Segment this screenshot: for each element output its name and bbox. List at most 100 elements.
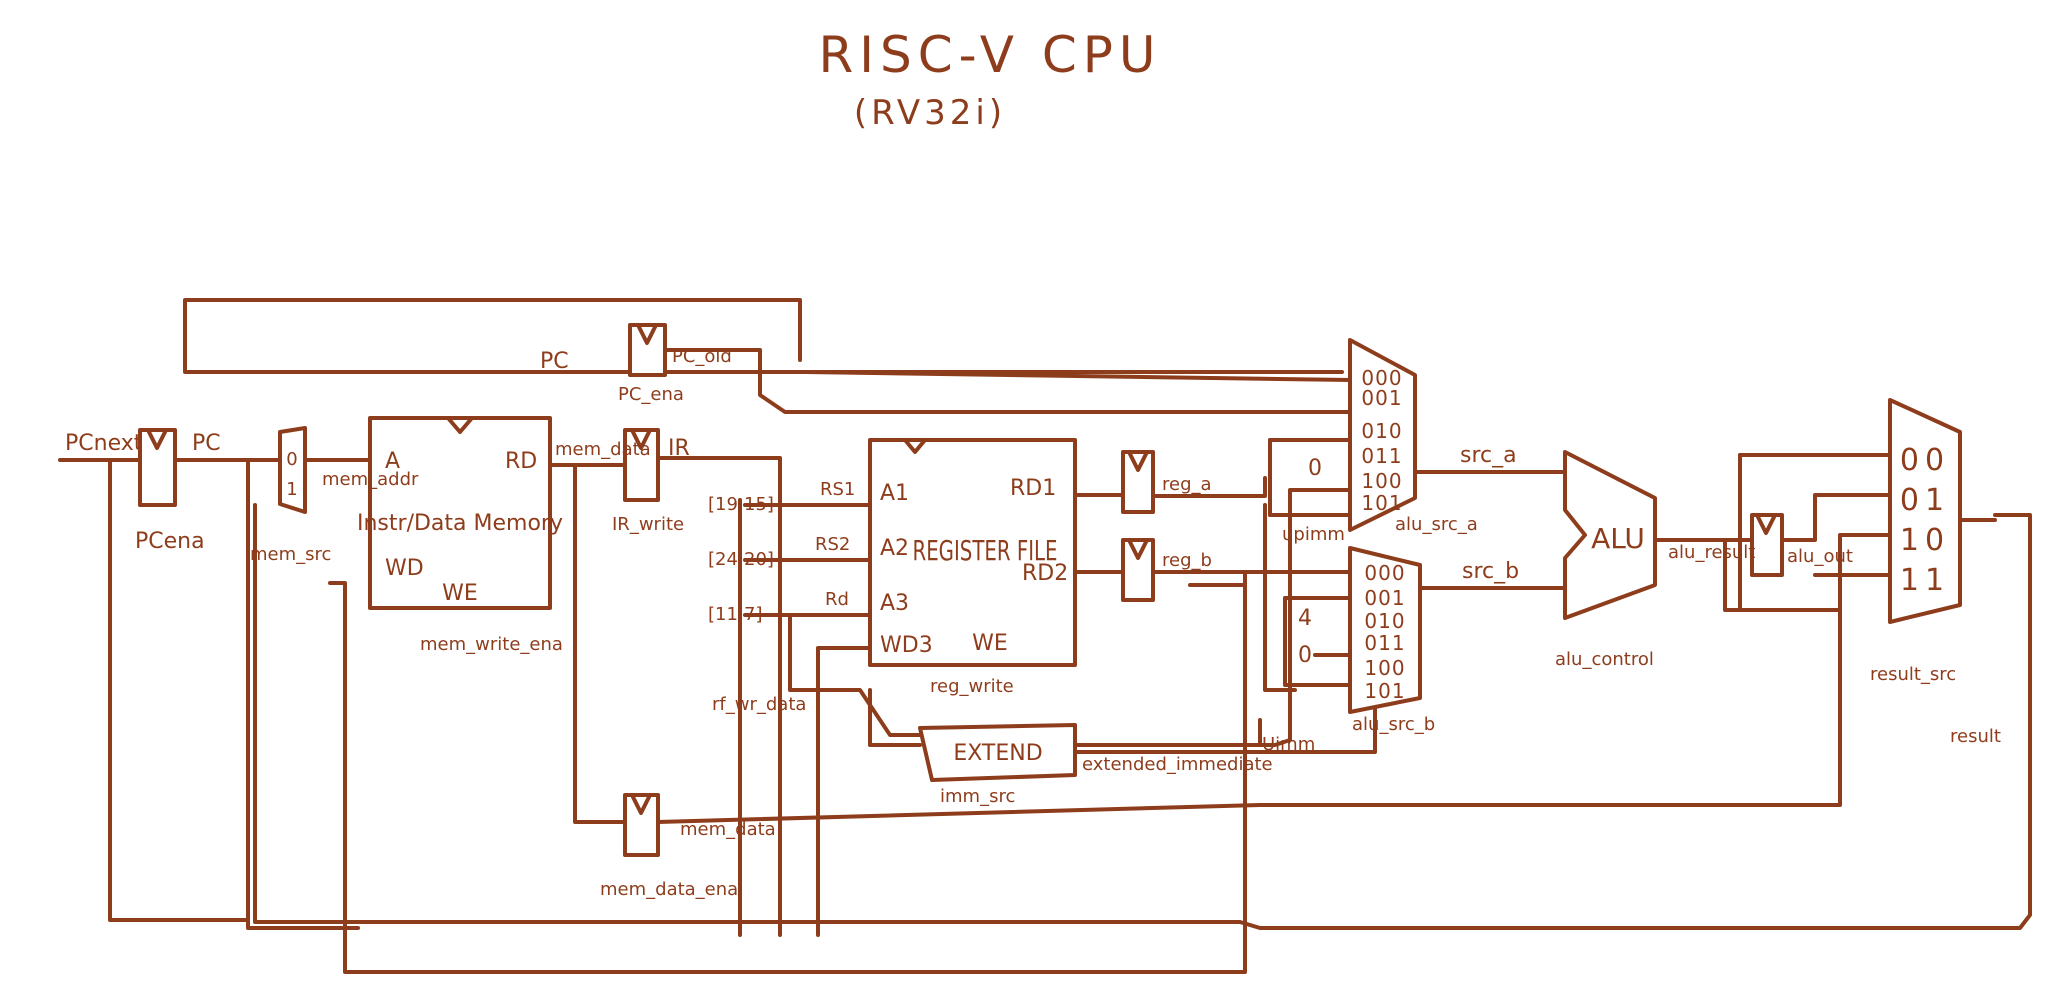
label-mem-data-ena: mem_data_ena: [600, 879, 738, 900]
regfile-title: REGISTER FILE: [913, 534, 1058, 567]
src-b-const-zero: 0: [1298, 643, 1312, 668]
label-src-b: src_b: [1462, 559, 1519, 584]
memory-port-we: WE: [442, 581, 478, 606]
wire-pc-loop-left: [246, 458, 360, 930]
memory-title: Instr/Data Memory: [357, 511, 563, 536]
label-alu-src-a: alu_src_a: [1395, 514, 1478, 535]
src-b-mux-input-010: 010: [1364, 609, 1405, 633]
mem-mux-input-0: 0: [286, 449, 297, 470]
label-pc-ena: PCena: [135, 529, 205, 554]
label-imm-src: imm_src: [940, 786, 1015, 807]
label-upimm: upimm: [1282, 524, 1345, 545]
label-alu-out: alu_out: [1787, 546, 1853, 567]
src-b-mux: 000 001 010 011 100 101 4 0: [1298, 546, 1422, 714]
label-src-a: src_a: [1460, 443, 1517, 468]
wire-ir-to-extend: [868, 688, 922, 747]
label-rs1: RS1: [820, 479, 855, 500]
wire-upimm: [1263, 503, 1297, 692]
memory-port-a: A: [385, 449, 400, 474]
src-a-mux: 000 001 010 011 100 101 0: [1308, 338, 1417, 532]
src-a-const-zero: 0: [1308, 456, 1322, 481]
label-rd: Rd: [825, 589, 849, 610]
label-uimm: Uimm: [1262, 734, 1315, 755]
wire-result-to-pcnext: [108, 458, 250, 922]
wire-aluout-to-mux: [328, 581, 1247, 974]
result-mux: 00 01 10 11: [1888, 398, 1962, 624]
src-b-const-four: 4: [1298, 606, 1312, 631]
src-a-mux-input-010: 010: [1361, 419, 1402, 443]
label-mem-data: mem_data: [555, 439, 651, 460]
reg-b-register: [1121, 538, 1155, 602]
label-field-rs2: [24:20]: [708, 549, 774, 570]
extend-unit: EXTEND: [918, 723, 1077, 782]
wire-memdata-to-resultmux: [656, 533, 1892, 824]
memory-port-wd: WD: [385, 556, 424, 581]
wire-rd-to-a3: [788, 613, 922, 737]
result-mux-input-01: 01: [1900, 483, 1950, 518]
wire-aluout-reg-out: [1780, 493, 1892, 542]
diagram-subtitle: (RV32i): [854, 93, 1006, 133]
pc-old-register: [628, 323, 667, 377]
wire-pcold-to-srca-mux: [663, 348, 1352, 414]
extend-title: EXTEND: [953, 741, 1042, 766]
regfile-port-rd2: RD2: [1022, 561, 1068, 586]
label-mem-data-reg: mem_data: [680, 819, 776, 840]
wire-pc-top-loop: [183, 298, 802, 372]
label-ir: IR: [668, 436, 690, 461]
result-mux-input-10: 10: [1900, 523, 1950, 558]
wire-srca-box-left: [1268, 438, 1307, 517]
alu: ALU: [1563, 450, 1657, 620]
wire-extend-to-mux: [1073, 488, 1352, 747]
result-mux-input-00: 00: [1900, 443, 1950, 478]
mem-addr-mux: 0 1: [278, 426, 307, 514]
label-alu-control: alu_control: [1555, 649, 1654, 670]
src-a-mux-input-001: 001: [1361, 386, 1402, 410]
regfile-port-a1: A1: [880, 481, 909, 506]
label-rf-wr-data: rf_wr_data: [712, 694, 806, 715]
wires: [58, 298, 2032, 974]
src-a-mux-input-101: 101: [1361, 491, 1402, 515]
label-extended-immediate: extended_immediate: [1082, 754, 1273, 775]
wire-rega-to-mux: [1151, 476, 1267, 498]
signal-labels: PCnext PC PCena PC PC_old PC_ena mem_add…: [65, 346, 2001, 900]
src-a-mux-input-000: 000: [1361, 366, 1402, 390]
label-mem-addr: mem_addr: [322, 469, 419, 490]
mem-mux-input-1: 1: [286, 479, 297, 500]
src-b-mux-input-000: 000: [1364, 561, 1405, 585]
register-file: A1 A2 A3 WD3 RD1 RD2 REGISTER FILE WE: [868, 438, 1077, 667]
label-reg-write: reg_write: [930, 676, 1014, 697]
label-field-rd: [11:7]: [708, 604, 762, 625]
label-mem-src: mem_src: [250, 544, 331, 565]
wire-wd3-in: [816, 646, 872, 937]
src-b-mux-input-101: 101: [1364, 679, 1405, 703]
label-reg-a: reg_a: [1162, 474, 1212, 495]
label-alu-src-b: alu_src_b: [1352, 714, 1435, 735]
alu-out-register: [1750, 513, 1784, 577]
wire-result-feedback: [253, 503, 2032, 930]
regfile-port-a2: A2: [880, 536, 909, 561]
ir-register: [623, 428, 660, 502]
label-pc-old: PC_old: [672, 346, 732, 367]
wire-srcb-box: [1283, 596, 1352, 687]
label-pc-next: PCnext: [65, 431, 143, 456]
src-b-mux-input-001: 001: [1364, 586, 1405, 610]
result-mux-input-11: 11: [1900, 563, 1950, 598]
label-mem-write-ena: mem_write_ena: [420, 634, 563, 655]
wire-ir-to-rf-a: [656, 456, 782, 937]
label-reg-b: reg_b: [1162, 550, 1212, 571]
label-result-src: result_src: [1870, 664, 1956, 685]
regfile-port-we: WE: [972, 631, 1008, 656]
regfile-port-a3: A3: [880, 591, 909, 616]
label-pc-top: PC: [540, 349, 569, 374]
label-ir-write: IR_write: [612, 514, 684, 535]
alu-title: ALU: [1591, 522, 1645, 555]
src-a-mux-input-011: 011: [1361, 444, 1402, 468]
instr-data-memory: A RD Instr/Data Memory WD WE: [357, 416, 563, 610]
regfile-port-wd3: WD3: [880, 633, 933, 658]
pc-register: [138, 428, 177, 507]
label-result: result: [1950, 726, 2001, 747]
mem-data-register: [623, 793, 660, 857]
diagram-title: RISC-V CPU: [818, 26, 1161, 84]
memory-port-rd: RD: [505, 449, 537, 474]
